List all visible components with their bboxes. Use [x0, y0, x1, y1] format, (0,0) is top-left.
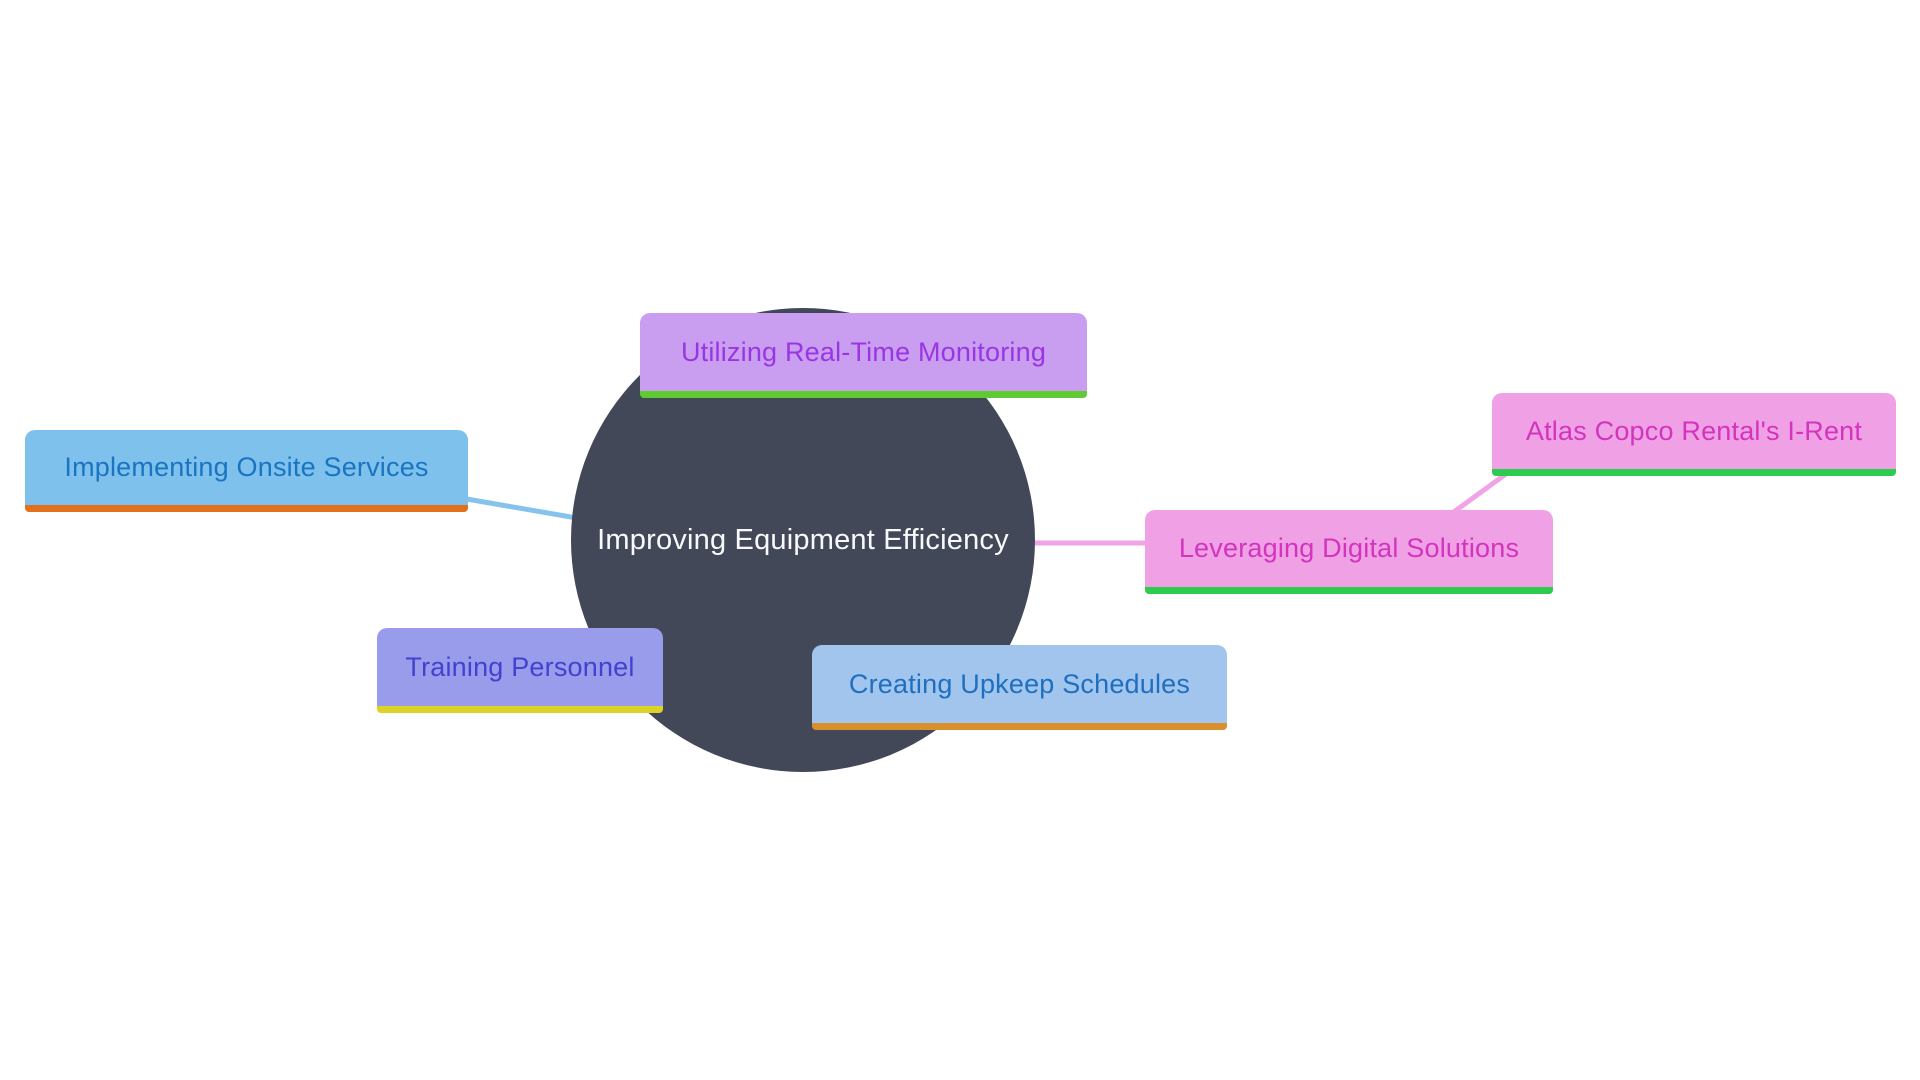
branch-node-utilizing-real-time-monitoring[interactable]: Utilizing Real-Time Monitoring: [640, 313, 1087, 398]
branch-node-atlas-copco-rentals-i-rent[interactable]: Atlas Copco Rental's I-Rent: [1492, 393, 1896, 476]
branch-node-creating-upkeep-schedules[interactable]: Creating Upkeep Schedules: [812, 645, 1227, 730]
branch-node-label: Training Personnel: [405, 651, 635, 682]
branch-node-leveraging-digital-solutions[interactable]: Leveraging Digital Solutions: [1145, 510, 1553, 594]
branch-node-label: Creating Upkeep Schedules: [848, 668, 1191, 699]
branch-node-training-personnel[interactable]: Training Personnel: [377, 628, 663, 713]
central-node-label: Improving Equipment Efficiency: [597, 523, 1009, 556]
branch-node-label: Atlas Copco Rental's I-Rent: [1525, 415, 1863, 446]
branch-node-label: Implementing Onsite Services: [64, 452, 429, 482]
branch-node-label: Leveraging Digital Solutions: [1178, 533, 1520, 563]
branch-node-implementing-onsite-services[interactable]: Implementing Onsite Services: [25, 430, 468, 512]
branch-node-label: Utilizing Real-Time Monitoring: [680, 336, 1047, 367]
